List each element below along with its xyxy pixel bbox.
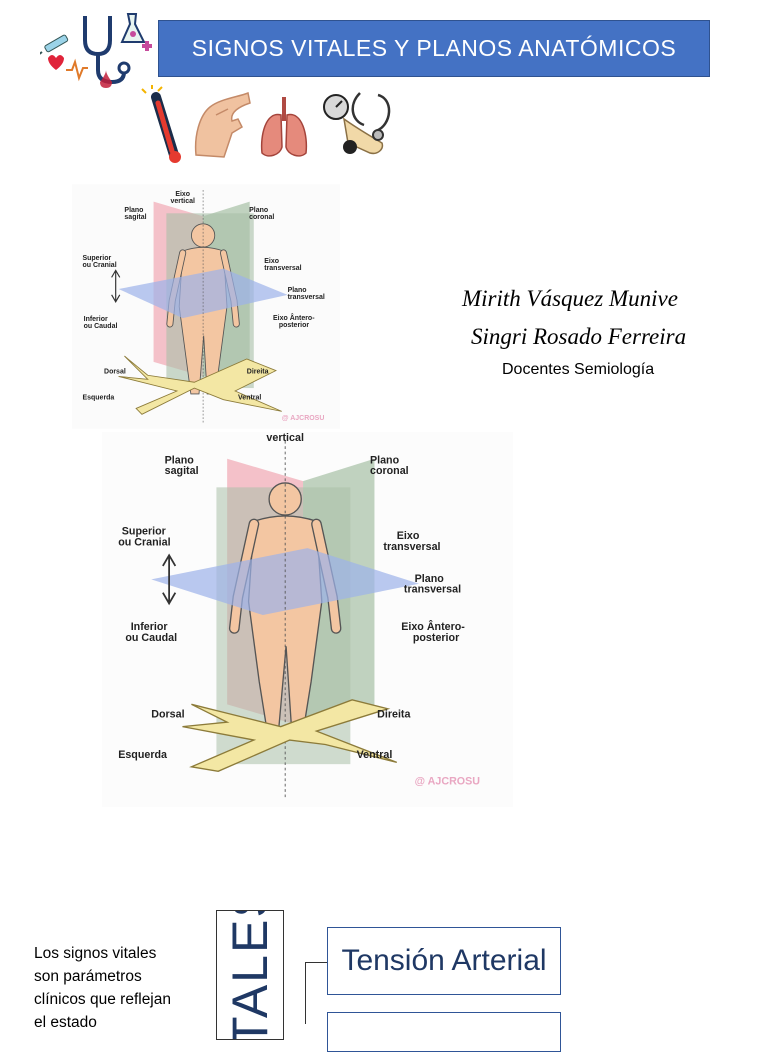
svg-text:Inferior: Inferior (84, 316, 108, 323)
svg-text:vertical: vertical (266, 432, 304, 444)
svg-text:Plano: Plano (370, 454, 400, 466)
author-role: Docentes Semiología (502, 361, 655, 378)
page-title: SIGNOS VITALES Y PLANOS ANATÓMICOS (191, 35, 677, 61)
svg-text:Direita: Direita (247, 369, 269, 376)
intro-paragraph: Los signos vitales son parámetros clínic… (34, 945, 171, 1031)
svg-text:ou Caudal: ou Caudal (125, 632, 177, 644)
anatomical-planes-diagram-large: vertical Plano sagital Plano coronal Sup… (102, 432, 513, 807)
pulse-hand-icon (194, 91, 251, 158)
tree-connector-vertical (305, 962, 306, 1024)
tree-connector-1 (305, 962, 327, 963)
stethoscope-icon (83, 16, 131, 85)
svg-text:Plano: Plano (288, 287, 307, 294)
svg-text:vertical: vertical (170, 198, 195, 205)
svg-text:Ventral: Ventral (357, 749, 393, 761)
svg-text:coronal: coronal (249, 214, 274, 221)
vital-signs-vertical-label-box: TALES (216, 910, 284, 1040)
vital-sign-label: Tensión Arterial (341, 944, 547, 977)
svg-text:Inferior: Inferior (131, 621, 168, 633)
svg-text:ou Caudal: ou Caudal (84, 323, 118, 330)
vital-icons-row (141, 85, 391, 163)
svg-text:Eixo: Eixo (175, 191, 190, 198)
title-banner: SIGNOS VITALES Y PLANOS ANATÓMICOS (158, 20, 710, 77)
blood-pressure-icon (323, 92, 391, 155)
thermometer-icon (141, 85, 181, 163)
svg-text:Eixo Ântero-: Eixo Ântero- (273, 313, 315, 322)
svg-text:sagital: sagital (124, 214, 146, 221)
svg-text:ou Cranial: ou Cranial (82, 262, 116, 269)
lungs-icon (260, 97, 308, 157)
svg-text:posterior: posterior (413, 632, 459, 644)
transverse-plane (118, 268, 288, 319)
svg-text:Esquerda: Esquerda (82, 395, 114, 402)
svg-text:Plano: Plano (415, 573, 445, 585)
svg-text:sagital: sagital (165, 465, 199, 477)
svg-text:transversal: transversal (288, 294, 325, 301)
svg-text:Superior: Superior (82, 255, 111, 262)
medical-logo (40, 13, 152, 88)
svg-text:Eixo: Eixo (264, 258, 279, 265)
svg-text:posterior: posterior (279, 322, 310, 329)
svg-text:transversal: transversal (264, 265, 301, 272)
svg-text:Plano: Plano (249, 207, 268, 214)
svg-text:coronal: coronal (370, 465, 409, 477)
svg-text:Esquerda: Esquerda (118, 749, 168, 761)
anatomical-planes-diagram-small: Eixo vertical Plano sagital Plano corona… (72, 184, 340, 429)
svg-text:Dorsal: Dorsal (151, 709, 184, 721)
svg-text:Ventral: Ventral (238, 395, 261, 402)
svg-text:Eixo Ântero-: Eixo Ântero- (401, 620, 465, 633)
vital-sign-box-2 (327, 1012, 561, 1052)
svg-text:Plano: Plano (165, 454, 195, 466)
author-name-2: Singri Rosado Ferreira (471, 324, 687, 349)
vital-sign-box-tension-arterial: Tensión Arterial (327, 927, 561, 995)
author-name-1: Mirith Vásquez Munive (462, 286, 678, 311)
svg-text:Superior: Superior (122, 526, 166, 538)
vital-signs-vertical-label: TALES (222, 910, 278, 1040)
svg-text:@ AJCROSU: @ AJCROSU (415, 776, 481, 788)
svg-text:Plano: Plano (124, 207, 143, 214)
svg-text:Eixo: Eixo (397, 530, 420, 542)
syringe-icon (40, 34, 69, 55)
svg-text:@ AJCROSU: @ AJCROSU (282, 415, 325, 422)
svg-text:Direita: Direita (377, 709, 411, 721)
heart-icon (48, 55, 64, 70)
svg-text:Dorsal: Dorsal (104, 369, 126, 376)
lab-flask-icon (120, 13, 146, 43)
svg-text:transversal: transversal (383, 541, 440, 553)
svg-text:transversal: transversal (404, 584, 461, 596)
svg-text:ou Cranial: ou Cranial (118, 536, 170, 548)
